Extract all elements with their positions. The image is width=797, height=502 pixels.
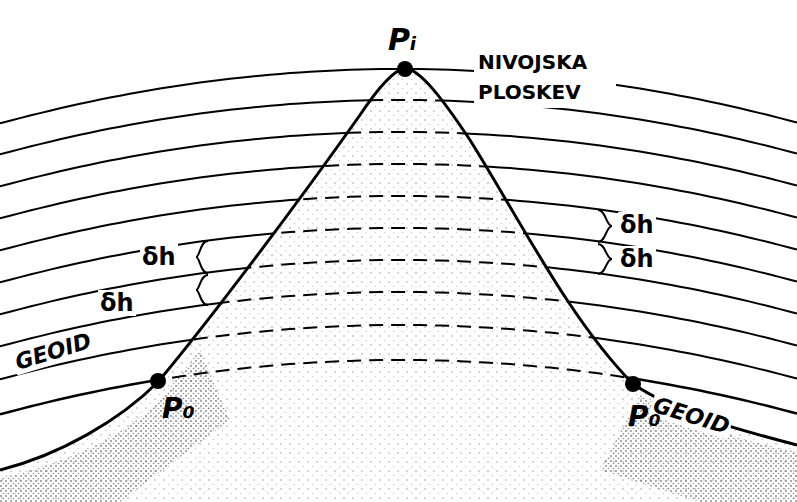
height-step-label: δh [618, 246, 656, 272]
mountain-stipple [0, 68, 797, 502]
point-marker [625, 376, 641, 392]
height-step-label: δh [98, 290, 136, 316]
level-surface-dashed [0, 100, 797, 154]
level-surface-dashed [0, 164, 797, 218]
brace [196, 241, 208, 273]
point-label: Pᵢ [386, 24, 419, 56]
level-surface-dashed [0, 132, 797, 186]
point-marker [397, 61, 413, 77]
level-surfaces-inside [0, 69, 797, 414]
terrain-profile [0, 68, 797, 470]
surface-label: NIVOJSKA PLOSKEV [474, 46, 616, 108]
point-marker [150, 373, 166, 389]
brace [598, 244, 612, 274]
point-label: P₀ [626, 402, 663, 432]
brace [598, 210, 612, 242]
level-surface-dashed [0, 325, 797, 379]
level-surface-dashed [0, 196, 797, 250]
level-surface-dashed [0, 69, 797, 123]
brace [196, 275, 208, 305]
ground-stipple [0, 350, 230, 502]
height-step-label: δh [618, 212, 656, 238]
level-surface-dashed [0, 228, 797, 282]
mountain-body [0, 68, 797, 502]
point-label: P₀ [160, 394, 197, 424]
height-step-label: δh [140, 244, 178, 270]
geoid-label: GEOID [10, 328, 96, 375]
